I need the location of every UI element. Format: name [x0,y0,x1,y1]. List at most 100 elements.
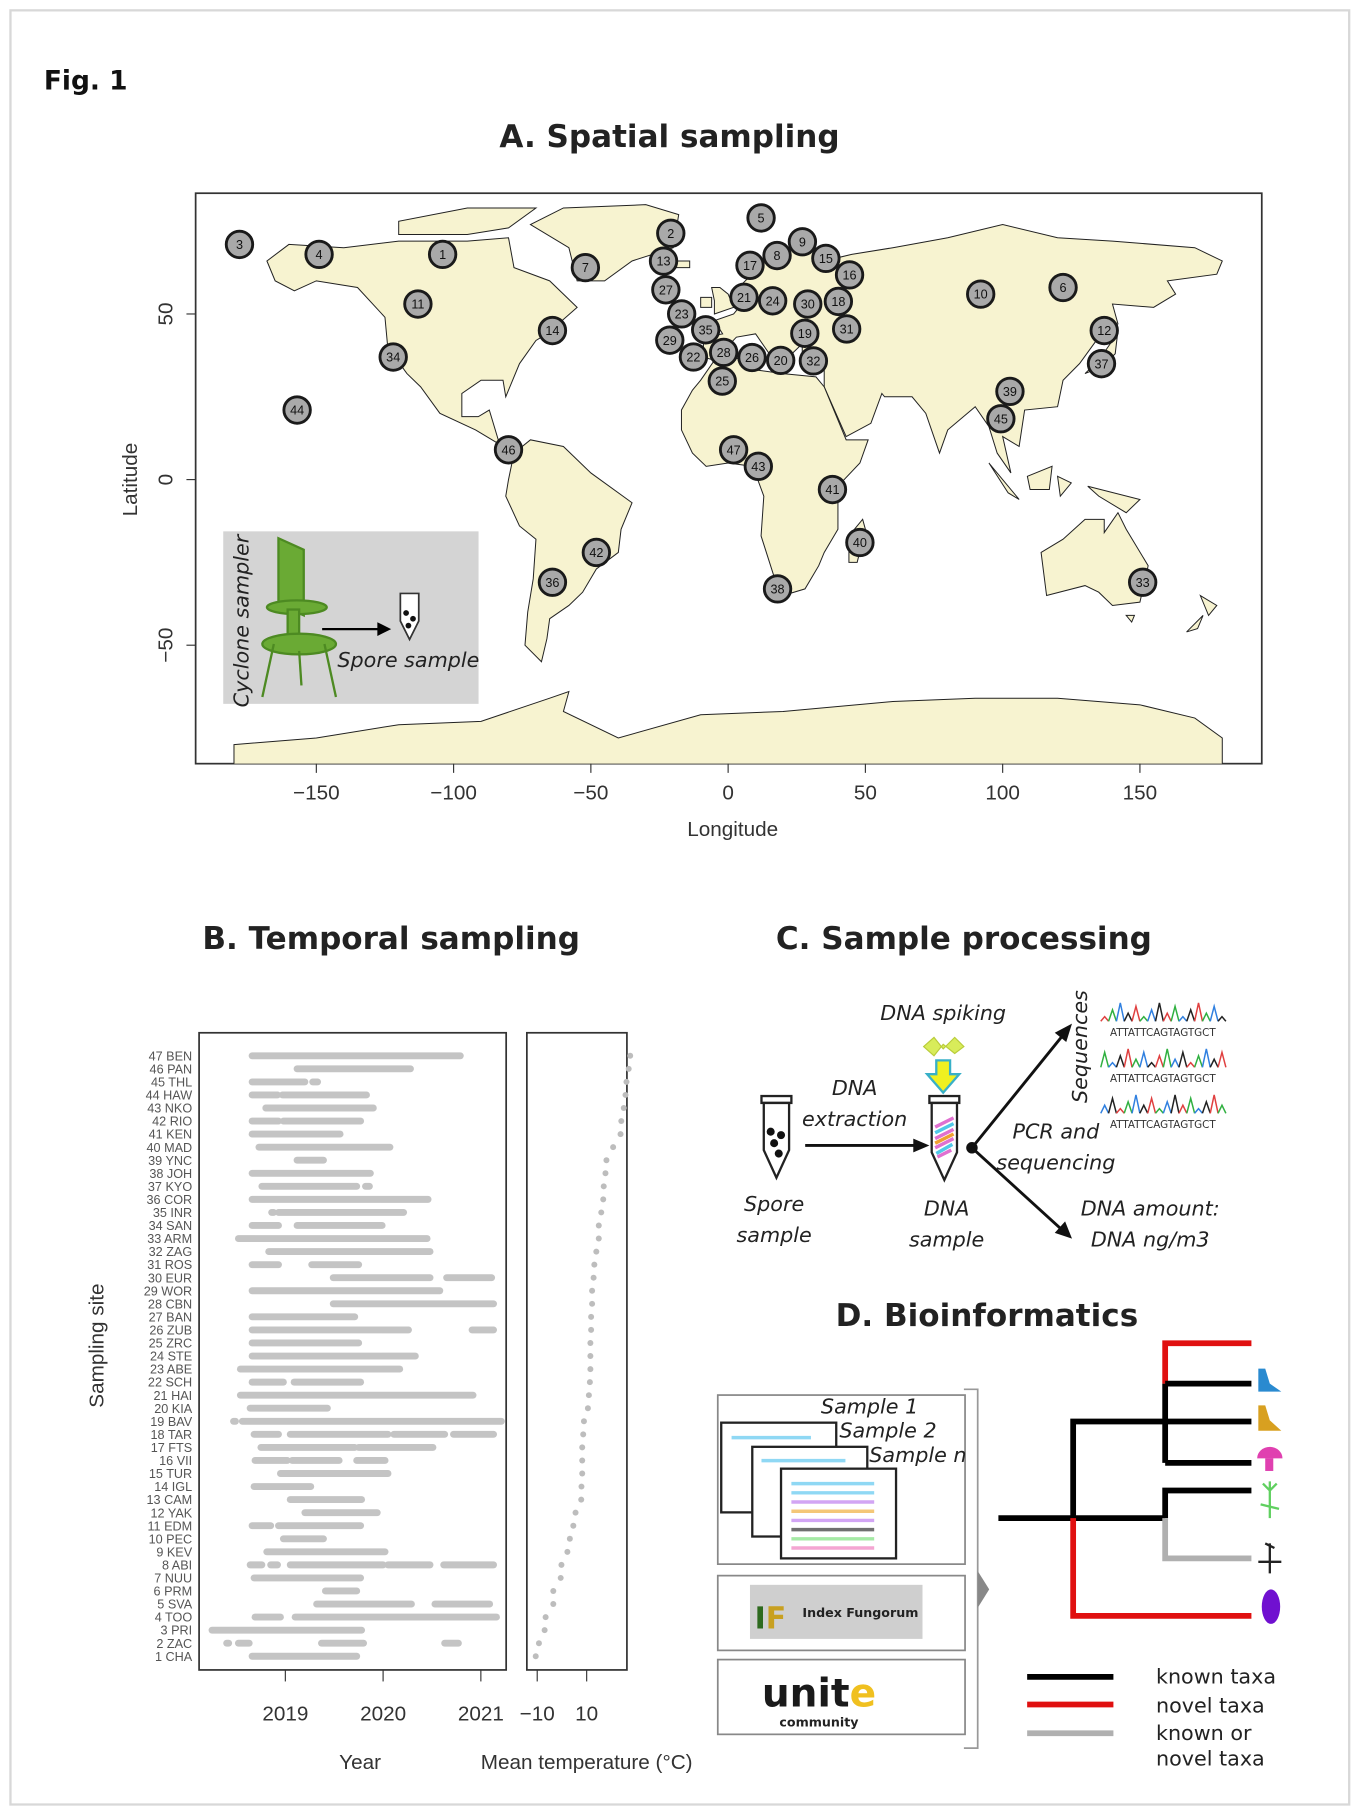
temperature-point [557,1574,564,1581]
site-marker-number: 47 [727,443,741,457]
temperature-point [625,1065,632,1072]
site-marker-number: 17 [743,259,757,273]
site-marker-number: 39 [1003,385,1017,399]
dna-sample-label-1: DNA [924,1197,970,1221]
dna-spiking-label: DNA spiking [880,1001,1006,1025]
chromatogram-peak [1209,1057,1219,1068]
temperature-point [595,1222,602,1229]
site-row: 2 ZAC [156,1637,542,1651]
site-marker-circle [787,227,818,257]
spore-sample-label: Spore sample [337,648,479,672]
site-marker-17: 17 [735,250,765,281]
site-marker-circle [718,435,749,465]
site-row: 16 VII [159,1454,586,1468]
chromatogram-peak [1107,1007,1118,1022]
site-marker-5: 5 [746,203,776,233]
site-row: 47 BEN [149,1049,634,1063]
chromatogram-peak [1162,1099,1172,1114]
site-label: 28 CBN [148,1297,192,1311]
temperature-point [620,1105,627,1111]
site-label: 3 PRI [161,1624,193,1638]
chromatogram-peak [1139,1103,1149,1114]
temperature-point [558,1561,565,1568]
site-marker-14: 14 [537,315,568,346]
site-marker-circle [651,275,681,305]
chromatogram-peak [1178,1015,1188,1022]
temperature-point [587,1353,594,1360]
chromatogram-peak [1186,1061,1196,1068]
site-marker-18: 18 [823,286,854,317]
site-row: 25 ZRC [149,1337,594,1351]
site-marker-circle [798,346,829,376]
site-label: 40 MAD [147,1141,193,1155]
site-marker-number: 21 [737,291,751,305]
site-marker-3: 3 [224,229,255,260]
site-marker-circle [648,246,679,276]
site-row: 22 SCH [148,1376,593,1390]
sequence-text: ATTATTCAGTAGTGCT [1110,1119,1216,1131]
new-zealand [1187,596,1217,632]
site-marker-number: 35 [699,323,713,337]
world-map: 1234567891011121314151617181920212223242… [224,203,1222,764]
temperature-point [603,1157,610,1164]
blue-fungus-icon [1258,1368,1282,1392]
site-row: 13 CAM [147,1493,585,1507]
site-marker-circle [811,243,841,274]
chromatogram-peak [1123,1099,1133,1114]
map-y-label: Latitude [119,443,142,517]
site-label: 45 THL [151,1075,192,1089]
site-marker-number: 18 [831,295,845,309]
temperature-point [589,1287,596,1294]
site-marker-43: 43 [743,451,773,482]
site-label: 8 ABI [162,1558,192,1572]
site-marker-circle [817,474,848,505]
site-marker-number: 11 [411,298,424,312]
site-label: 37 KYO [148,1180,192,1194]
bracket [963,1388,979,1750]
site-marker-circle [823,286,854,317]
site-marker-circle [1086,348,1117,379]
site-marker-circle [966,279,996,309]
chromatogram-peak [1217,1015,1227,1022]
temperature-point [579,1444,586,1451]
site-marker-13: 13 [648,246,679,276]
site-marker-number: 2 [667,227,674,241]
site-label: 12 YAK [150,1506,192,1520]
site-row: 1 CHA [155,1650,539,1664]
site-marker-2: 2 [656,218,686,248]
temperature-point [623,1078,630,1085]
site-marker-40: 40 [845,527,875,558]
site-row: 43 NKO [147,1102,627,1116]
site-row: 8 ABI [162,1558,565,1572]
site-marker-number: 8 [774,249,781,263]
site-marker-number: 10 [974,288,988,302]
site-marker-41: 41 [817,474,848,505]
site-marker-42: 42 [581,537,612,568]
temperature-point [579,1470,586,1477]
site-label: 14 IGL [154,1480,192,1494]
site-label: 32 ZAG [149,1245,193,1259]
temperature-point [591,1261,598,1268]
chromatogram-peak [1209,1003,1219,1022]
panel-a-title: A. Spatial sampling [499,119,839,155]
site-marker-24: 24 [757,286,788,316]
map-y-tick-label: 50 [155,302,178,325]
site-row: 15 TUR [149,1467,586,1481]
panel-d-bioinformatics: D. Bioinformatics Sample 1 Sample 2 Samp… [716,1298,1283,1770]
site-marker-circle [282,395,312,425]
site-marker-circle [757,286,788,316]
site-marker-30: 30 [793,289,823,319]
chromatogram-peak [1131,1057,1141,1068]
site-row: 9 KEV [156,1545,571,1559]
chromatogram-peak [1108,1061,1117,1068]
site-row: 18 TAR [150,1428,587,1442]
site-row: 12 YAK [150,1506,579,1520]
site-label: 18 TAR [150,1428,192,1442]
site-marker-number: 5 [758,212,765,226]
site-marker-31: 31 [831,314,862,344]
site-marker-number: 45 [994,412,1008,426]
site-marker-number: 7 [582,261,589,275]
